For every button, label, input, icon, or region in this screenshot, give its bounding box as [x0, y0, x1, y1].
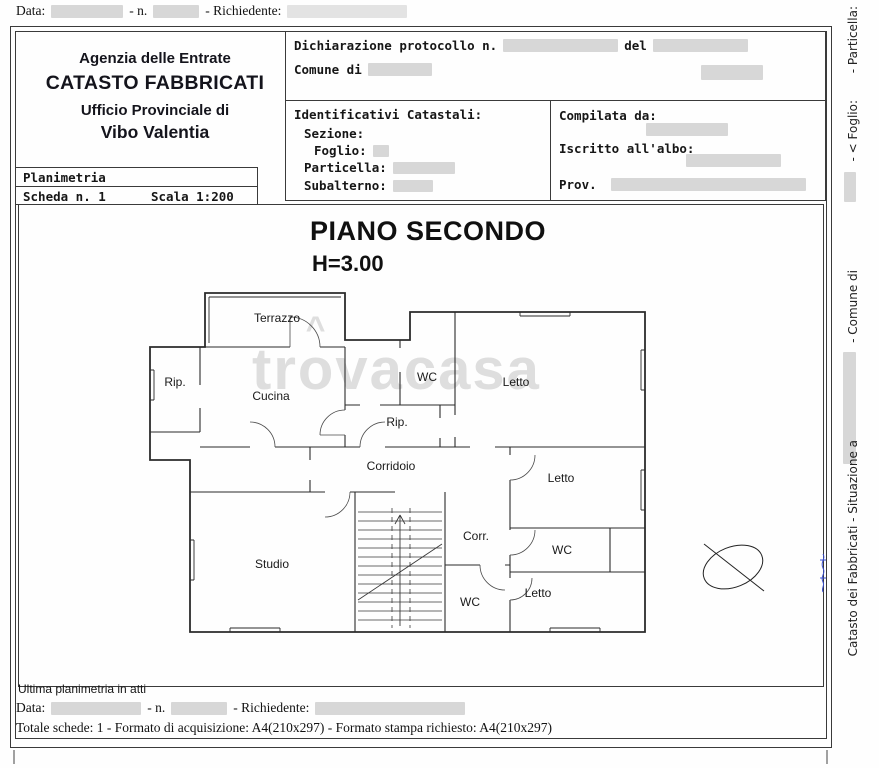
redacted-stamp: [701, 65, 763, 80]
room-label-studio: Studio: [254, 557, 290, 571]
right-margin-strip: - Particella: - < Foglio: - Comune di Ca…: [832, 0, 879, 768]
footer-data-line: Data: - n. - Richiedente:: [16, 700, 466, 716]
ultima-planimetria-note: Ultima planimetria in atti: [18, 682, 147, 696]
subalterno-row: Subalterno:: [304, 178, 433, 193]
declaration-box: Dichiarazione protocollo n. del Comune d…: [285, 31, 826, 101]
del-label: del: [624, 38, 647, 53]
redacted-footer-number: [171, 701, 228, 715]
planimetria-divider: [16, 186, 257, 187]
room-label-terrazzo: Terrazzo: [253, 311, 301, 325]
redacted-richiedente: [287, 4, 408, 18]
redacted-iscritto: [686, 154, 781, 167]
scheda-label: Scheda n. 1: [23, 189, 106, 204]
crop-marks: [13, 750, 828, 764]
footer-richiedente-label: - Richiedente:: [233, 700, 310, 715]
redacted-compilata: [646, 123, 728, 136]
identificativi-box: Identificativi Catastali: Sezione: Fogli…: [285, 100, 551, 201]
compilata-box: Compilata da: Iscritto all'albo: Prov.: [550, 100, 826, 201]
planimetria-title: Planimetria: [23, 170, 106, 185]
agency-line1: Agenzia delle Entrate: [79, 50, 231, 67]
room-label-corridoio: Corridoio: [366, 459, 416, 473]
margin-comune-label: - Comune di: [846, 270, 860, 343]
plan-height-label: H=3.00: [312, 251, 384, 276]
redacted-prov: [611, 178, 806, 191]
footer-data-label: Data:: [16, 700, 46, 715]
room-label-wc-bottom: WC: [460, 595, 480, 609]
room-label-corr: Corr.: [462, 529, 490, 543]
particella-row: Particella:: [304, 160, 455, 175]
richiedente-label: - Richiedente:: [205, 3, 282, 18]
redacted-date: [51, 4, 124, 18]
redacted-subalterno: [392, 179, 433, 192]
agency-line2: CATASTO FABBRICATI: [45, 72, 265, 94]
room-label-letto-top: Letto: [502, 375, 530, 389]
room-label-wc-mid: WC: [552, 543, 572, 557]
particella-label: Particella:: [304, 160, 387, 175]
foglio-label: Foglio:: [314, 143, 367, 158]
comune-label: Comune di: [294, 62, 362, 77]
room-label-rip-mid: Rip.: [386, 415, 408, 429]
redacted-foglio: [372, 144, 389, 157]
compilata-label: Compilata da:: [559, 108, 657, 123]
totale-schede-line: Totale schede: 1 - Formato di acquisizio…: [16, 720, 552, 735]
redacted-margin-comune-value: [843, 352, 856, 464]
declaration-comune-row: Comune di: [294, 62, 432, 77]
prov-label: Prov.: [559, 177, 597, 192]
redacted-protocol-date: [652, 39, 748, 52]
room-label-letto-bottom: Letto: [524, 586, 552, 600]
agency-header: Agenzia delle Entrate CATASTO FABBRICATI…: [30, 50, 280, 143]
watermark-caret: ^: [305, 310, 328, 348]
data-label: Data:: [16, 3, 46, 18]
number-label: - n.: [129, 3, 148, 18]
outer-frame: [10, 26, 832, 748]
redacted-margin-foglio-value: [844, 172, 856, 202]
agency-line4: Vibo Valentia: [100, 122, 210, 142]
watermark-o: o^: [297, 310, 336, 402]
redacted-number: [153, 4, 200, 18]
room-label-letto-mid: Letto: [547, 471, 575, 485]
top-data-line: Data: - n. - Richiedente:: [16, 3, 408, 19]
plan-title: PIANO SECONDO: [310, 216, 547, 246]
redacted-particella: [392, 161, 455, 174]
watermark-part2: vacasa: [335, 337, 541, 402]
scala-label: Scala 1:200: [151, 189, 234, 204]
margin-catasto-label: Catasto dei Fabbricati - Situazione a: [846, 440, 860, 657]
trovacasa-watermark: tro^vacasa: [252, 310, 541, 403]
planimetria-box: Planimetria Scheda n. 1 Scala 1:200: [15, 167, 258, 205]
redacted-footer-date: [51, 701, 142, 715]
redacted-comune: [367, 63, 432, 76]
plan-area: [18, 204, 824, 687]
redacted-footer-richiedente: [315, 701, 466, 715]
declaration-protocol-row: Dichiarazione protocollo n. del: [294, 38, 748, 53]
foglio-row: Foglio:: [314, 143, 389, 158]
room-label-wc-top: WC: [417, 370, 437, 384]
iscritto-label: Iscritto all'albo:: [559, 141, 695, 156]
sezione-label: Sezione:: [304, 126, 365, 141]
room-label-rip-left: Rip.: [164, 375, 186, 389]
identificativi-title: Identificativi Catastali:: [294, 107, 483, 122]
footer-n-label: - n.: [147, 700, 166, 715]
redacted-protocol-number: [503, 39, 619, 52]
protocol-label: Dichiarazione protocollo n.: [294, 38, 498, 53]
room-label-cucina: Cucina: [252, 389, 290, 403]
margin-foglio-label: - < Foglio:: [846, 100, 860, 162]
margin-particella-label: - Particella:: [846, 6, 860, 74]
agency-line3: Ufficio Provinciale di: [80, 102, 230, 119]
subalterno-label: Subalterno:: [304, 178, 387, 193]
